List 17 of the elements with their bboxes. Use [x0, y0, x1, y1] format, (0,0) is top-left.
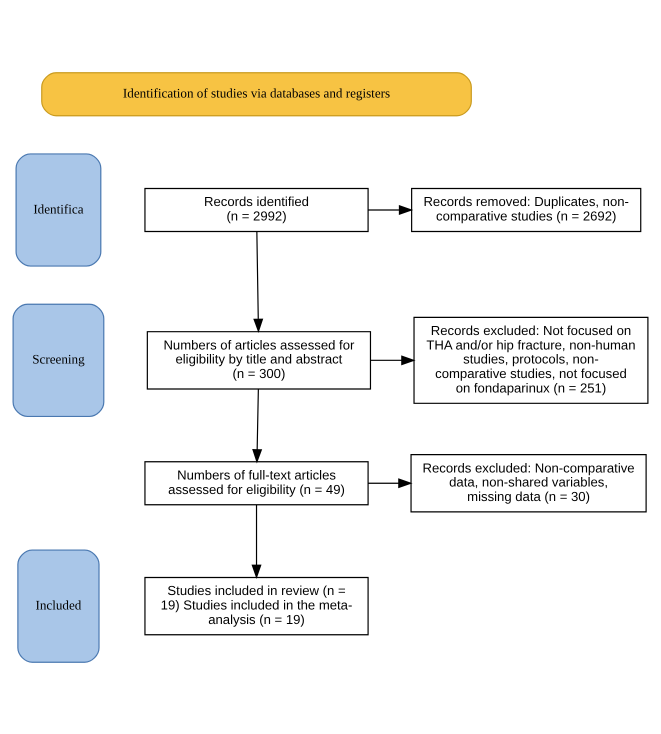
node-box: Records removed: Duplicates, non-comparative studies (n = 2692) [411, 187, 642, 232]
arrow [370, 354, 416, 365]
node-box: Identification of studies via databases and registers [41, 72, 472, 116]
arrow [253, 231, 264, 332]
node-box: Records excluded: Non-comparative data, non-shared variables, missing data (n = 30) [410, 454, 647, 512]
node-box: Numbers of articles assessed for eligibility by title and abstract (n = 300) [146, 330, 372, 390]
arrow [368, 204, 414, 215]
arrow [368, 478, 413, 488]
node-box: Numbers of full-text articles assessed for eligibility (n = 49) [144, 460, 369, 505]
node-box: Studies included in review (n = 19) Studies included in the meta-analysis (n = 19) [144, 576, 369, 635]
node-box: Screening [12, 303, 104, 417]
node-box: Included [17, 548, 100, 662]
arrow [252, 388, 262, 463]
node-box: Identifica [15, 152, 102, 266]
node-box: Records identified (n = 2992) [144, 187, 369, 232]
node-box: Records excluded: Not focused on THA and/or hip fracture, non-human studies, protocols, non-comparative studies, not focused on fondaparinux (n = 251) [413, 316, 648, 404]
arrow [252, 504, 262, 578]
